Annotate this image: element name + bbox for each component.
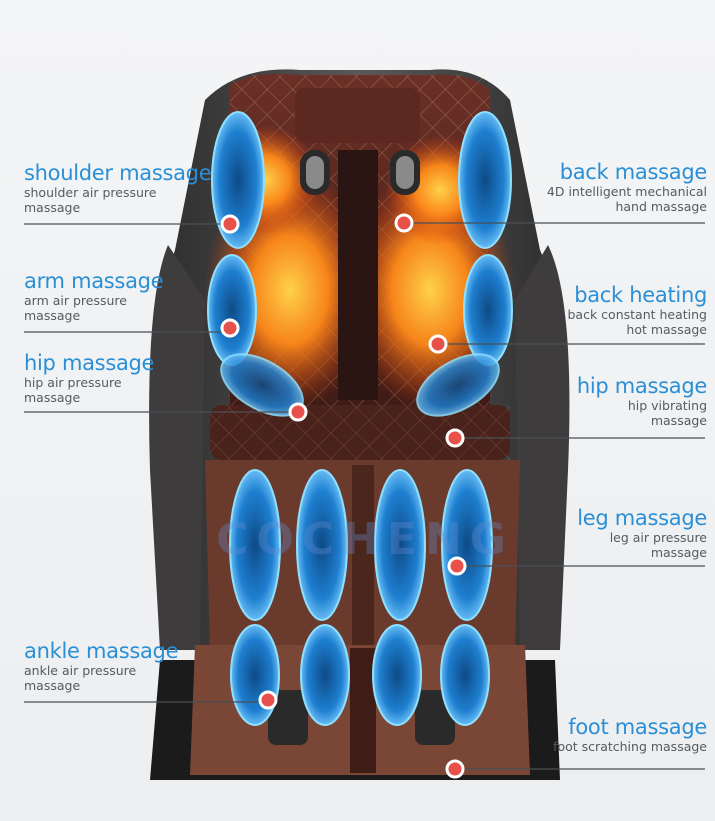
left-arm-shell [149, 245, 205, 650]
point-arm [220, 318, 240, 338]
point-ankle [258, 690, 278, 710]
callout-desc: ankle air pressure [24, 663, 137, 678]
callout-desc: massage [650, 545, 707, 560]
ankle-airbags [230, 624, 490, 726]
callout-title: leg massage [577, 506, 707, 530]
callout-desc: hand massage [615, 199, 707, 214]
massage-rollers [300, 150, 420, 195]
callout-title: back heating [574, 283, 707, 307]
callout-hip-massage-right: hip massage hip vibrating massage [577, 374, 707, 428]
callout-title: ankle massage [24, 639, 179, 663]
headrest [295, 88, 420, 143]
callout-foot-massage: foot massage foot scratching massage [553, 715, 707, 754]
callout-desc: massage [24, 200, 81, 215]
callout-title: back massage [559, 160, 708, 184]
brand-watermark: COCHENG [216, 514, 514, 565]
callout-desc: massage [650, 413, 707, 428]
callout-shoulder-massage: shoulder massage shoulder air pressure m… [24, 161, 212, 215]
point-leg [447, 556, 467, 576]
point-foot [445, 759, 465, 779]
callout-desc: massage [24, 390, 81, 405]
callout-leg-massage: leg massage leg air pressure massage [577, 506, 707, 560]
right-arm-shell [515, 245, 570, 650]
callout-back-heating: back heating back constant heating hot m… [568, 283, 708, 337]
massage-points [220, 213, 467, 779]
leg-airbags [229, 469, 493, 621]
callout-title: foot massage [568, 715, 707, 739]
callout-desc: massage [24, 678, 81, 693]
point-back [394, 213, 414, 233]
point-shoulder [220, 214, 240, 234]
airbag-shoulder-left [211, 111, 265, 249]
callout-title: hip massage [24, 351, 155, 375]
airbag-arm-left [207, 254, 257, 366]
callout-desc: back constant heating [567, 307, 708, 322]
callout-desc: arm air pressure [24, 293, 127, 308]
callout-desc: foot scratching massage [553, 739, 707, 754]
callout-back-massage: back massage 4D intelligent mechanical h… [547, 160, 707, 214]
callout-title: arm massage [24, 269, 164, 293]
callout-hip-massage-left: hip massage hip air pressure massage [24, 351, 154, 405]
point-heating [428, 334, 448, 354]
callout-desc: 4D intelligent mechanical [546, 184, 707, 199]
callout-ankle-massage: ankle massage ankle air pressure massage [24, 639, 179, 693]
spine-track [338, 150, 378, 400]
callout-desc: shoulder air pressure [24, 185, 157, 200]
callout-desc: massage [24, 308, 81, 323]
callout-title: shoulder massage [24, 161, 212, 185]
point-hip-right [445, 428, 465, 448]
callout-desc: leg air pressure [609, 530, 707, 545]
callout-desc: hip vibrating [627, 398, 707, 413]
leader-lines [24, 222, 705, 770]
airbag-arm-right [463, 254, 513, 366]
point-hip-left [288, 402, 308, 422]
airbag-shoulder-right [458, 111, 512, 249]
callout-title: hip massage [576, 374, 707, 398]
callout-desc: hip air pressure [24, 375, 122, 390]
airbag-hip-right [416, 353, 500, 417]
callout-desc: hot massage [626, 322, 707, 337]
callout-arm-massage: arm massage arm air pressure massage [24, 269, 164, 323]
